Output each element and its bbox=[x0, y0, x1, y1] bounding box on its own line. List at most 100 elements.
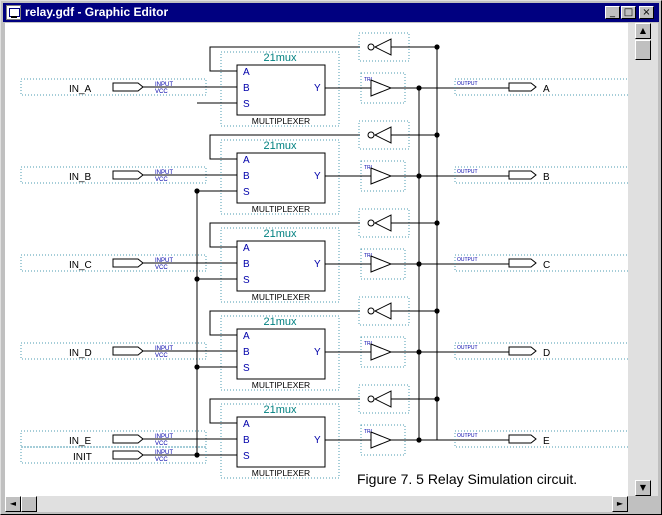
wire bbox=[209, 222, 360, 248]
input-label: IN_D bbox=[69, 348, 92, 359]
mux-output-label: Y bbox=[314, 259, 321, 270]
mux-body bbox=[236, 152, 326, 204]
input-label: IN_C bbox=[69, 260, 92, 271]
wire bbox=[209, 134, 360, 160]
output-label: B bbox=[543, 172, 550, 183]
mux-pin-label: B bbox=[243, 347, 250, 358]
output-pin-boundary bbox=[454, 342, 628, 360]
wire bbox=[209, 310, 360, 336]
vcc-tag: VCC bbox=[155, 441, 168, 447]
vcc-tag: VCC bbox=[155, 177, 168, 183]
mux-pin-label: S bbox=[243, 363, 250, 374]
mux-pin-label: S bbox=[243, 187, 250, 198]
mux-type-label: MULTIPLEXER bbox=[252, 292, 310, 302]
vcc-tag: VCC bbox=[155, 89, 168, 95]
vertical-scroll-thumb[interactable] bbox=[635, 40, 651, 60]
input-tag: INPUT bbox=[155, 258, 173, 264]
output-tag: OUTPUT bbox=[457, 169, 478, 175]
buffer-icon bbox=[370, 255, 393, 273]
mux-name: 21mux bbox=[263, 228, 297, 240]
output-pin-boundary bbox=[454, 254, 628, 272]
buffer-tag: TRI bbox=[364, 165, 372, 171]
input-tag: INPUT bbox=[155, 434, 173, 440]
horizontal-scrollbar[interactable]: ◄ ► bbox=[5, 496, 628, 512]
figure-caption: Figure 7. 5 Relay Simulation circuit. bbox=[357, 471, 577, 487]
mux-name: 21mux bbox=[263, 140, 297, 152]
mux-type-label: MULTIPLEXER bbox=[252, 380, 310, 390]
vcc-tag: VCC bbox=[155, 353, 168, 359]
scroll-up-icon[interactable]: ▲ bbox=[635, 23, 651, 39]
vertical-scrollbar[interactable]: ▲ ▼ bbox=[628, 23, 658, 496]
output-label: A bbox=[543, 84, 550, 95]
window-title: relay.gdf - Graphic Editor bbox=[25, 5, 169, 19]
output-tag: OUTPUT bbox=[457, 433, 478, 439]
feedback-buffer-icon bbox=[373, 214, 392, 232]
init-label: INIT bbox=[73, 452, 92, 463]
output-pin-boundary bbox=[454, 166, 628, 184]
input-pin-shape bbox=[112, 82, 144, 92]
mux-name: 21mux bbox=[263, 52, 297, 64]
minimize-button[interactable]: _ bbox=[605, 6, 620, 19]
mux-name: 21mux bbox=[263, 404, 297, 416]
input-label: IN_E bbox=[69, 436, 92, 447]
mux-type-label: MULTIPLEXER bbox=[252, 468, 310, 478]
maximize-button[interactable]: □ bbox=[621, 6, 636, 19]
mux-output-label: Y bbox=[314, 347, 321, 358]
vcc-tag: VCC bbox=[155, 265, 168, 271]
mux-body bbox=[236, 416, 326, 468]
scroll-left-icon[interactable]: ◄ bbox=[5, 496, 21, 512]
scroll-right-icon[interactable]: ► bbox=[612, 496, 628, 512]
title-bar[interactable]: relay.gdf - Graphic Editor _ □ × bbox=[3, 3, 659, 22]
output-pin-shape bbox=[508, 346, 537, 356]
feedback-buffer-icon bbox=[373, 38, 392, 56]
inverter-bubble-icon bbox=[367, 219, 375, 227]
output-label: D bbox=[543, 348, 550, 359]
mux-pin-label: A bbox=[243, 243, 250, 254]
input-pin-shape bbox=[112, 434, 144, 444]
output-pin-boundary bbox=[454, 78, 628, 96]
horizontal-scroll-thumb[interactable] bbox=[21, 496, 37, 512]
output-pin-shape bbox=[508, 434, 537, 444]
buffer-icon bbox=[370, 431, 393, 449]
buffer-icon bbox=[370, 79, 393, 97]
mux-pin-label: B bbox=[243, 83, 250, 94]
close-button[interactable]: × bbox=[639, 6, 654, 19]
mux-pin-label: B bbox=[243, 171, 250, 182]
input-tag: INPUT bbox=[155, 82, 173, 88]
mux-pin-label: B bbox=[243, 435, 250, 446]
schematic-canvas[interactable]: Figure 7. 5 Relay Simulation circuit. IN_… bbox=[5, 23, 628, 496]
mux-body bbox=[236, 240, 326, 292]
scroll-down-icon[interactable]: ▼ bbox=[635, 480, 651, 496]
mux-output-label: Y bbox=[314, 83, 321, 94]
input-pin-shape bbox=[112, 450, 144, 460]
feedback-buffer-icon bbox=[373, 126, 392, 144]
mux-name: 21mux bbox=[263, 316, 297, 328]
mux-pin-label: A bbox=[243, 331, 250, 342]
inverter-bubble-icon bbox=[367, 395, 375, 403]
output-tag: OUTPUT bbox=[457, 257, 478, 263]
inverter-bubble-icon bbox=[367, 131, 375, 139]
output-tag: OUTPUT bbox=[457, 81, 478, 87]
input-pin-shape bbox=[112, 170, 144, 180]
mux-pin-label: A bbox=[243, 419, 250, 430]
mux-body bbox=[236, 328, 326, 380]
relay-schematic: Figure 7. 5 Relay Simulation circuit. IN_… bbox=[20, 32, 628, 487]
mux-type-label: MULTIPLEXER bbox=[252, 204, 310, 214]
graphic-editor-icon[interactable] bbox=[6, 5, 21, 20]
input-pin-boundary bbox=[20, 446, 207, 464]
buffer-tag: TRI bbox=[364, 77, 372, 83]
output-pin-shape bbox=[508, 258, 537, 268]
vcc-tag: VCC bbox=[155, 457, 168, 463]
input-tag: INPUT bbox=[155, 346, 173, 352]
output-pin-boundary bbox=[454, 430, 628, 448]
input-tag: INPUT bbox=[155, 170, 173, 176]
output-label: C bbox=[543, 260, 550, 271]
buffer-tag: TRI bbox=[364, 253, 372, 259]
mux-type-label: MULTIPLEXER bbox=[252, 116, 310, 126]
